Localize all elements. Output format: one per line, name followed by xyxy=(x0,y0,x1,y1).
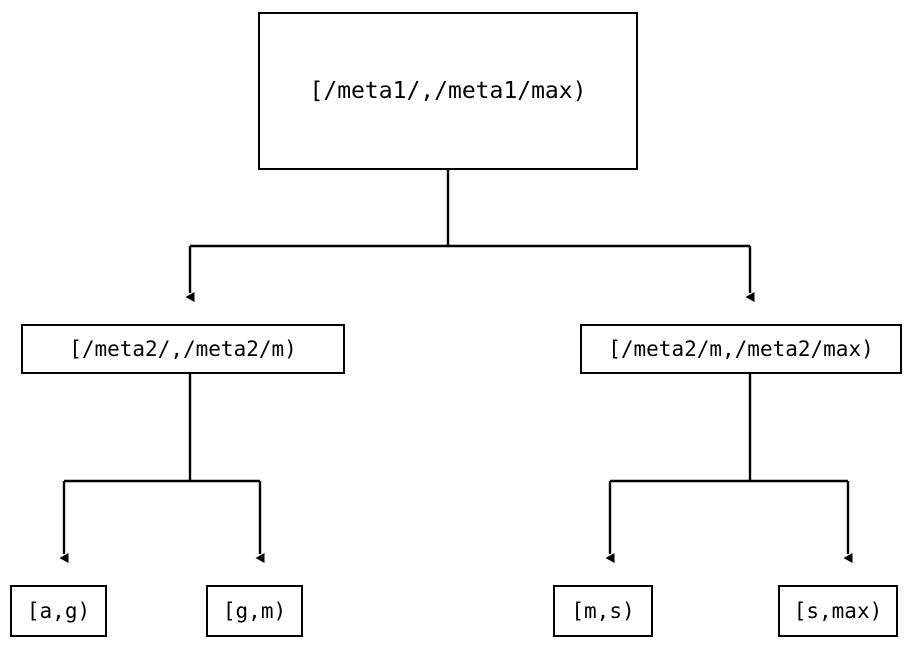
node-root[interactable]: [/meta1/,/meta1/max) xyxy=(258,12,638,170)
node-mid-left[interactable]: [/meta2/,/meta2/m) xyxy=(21,324,345,374)
edge-root-to-level1 xyxy=(185,170,755,302)
node-leaf-a-g[interactable]: [a,g) xyxy=(10,585,107,637)
node-leaf-g-m[interactable]: [g,m) xyxy=(206,585,303,637)
node-leaf-m-s[interactable]: [m,s) xyxy=(553,585,653,637)
node-mid-right[interactable]: [/meta2/m,/meta2/max) xyxy=(580,324,902,374)
edge-midleft-to-leaves xyxy=(59,374,265,563)
edge-midright-to-leaves xyxy=(605,374,853,563)
node-leaf-s-max[interactable]: [s,max) xyxy=(778,585,898,637)
